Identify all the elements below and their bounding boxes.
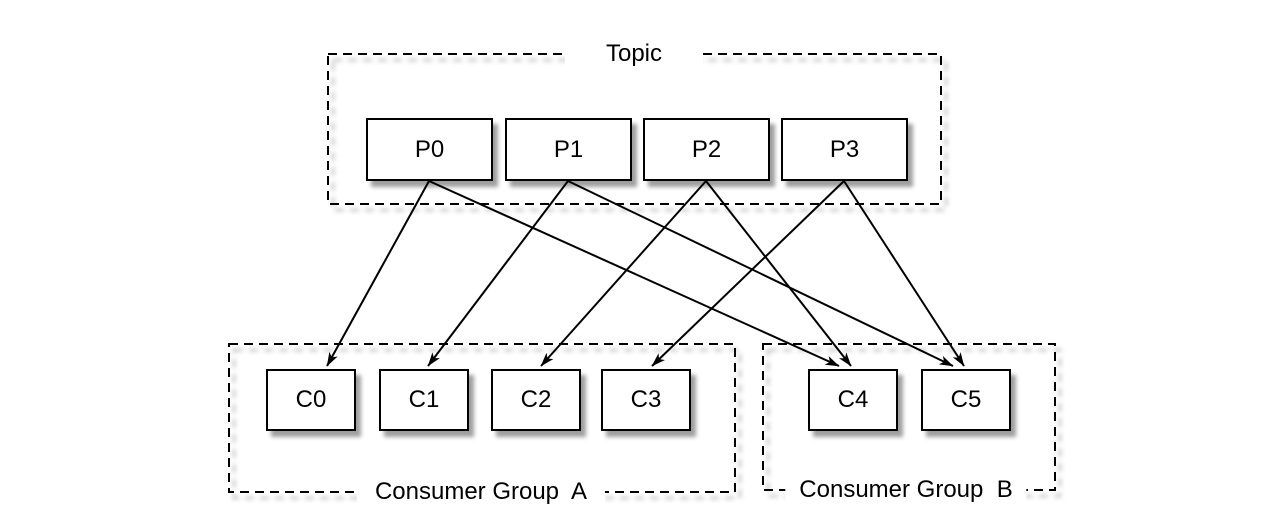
partition-label-p1: P1 <box>553 135 584 163</box>
consumer-group-b-border <box>762 343 1056 491</box>
consumer-label-c0: C0 <box>295 386 327 413</box>
partition-box-p3: P3 <box>781 118 908 181</box>
partition-label-p2: P2 <box>691 135 722 163</box>
arrow-p0-c0 <box>326 180 430 367</box>
partition-box-p1: P1 <box>505 118 632 181</box>
arrow-p3-c3 <box>651 180 845 367</box>
consumer-box-c1: C1 <box>379 369 469 431</box>
consumer-box-c2: C2 <box>491 369 581 431</box>
partition-label-p3: P3 <box>829 135 860 163</box>
consumer-label-c5: C5 <box>950 386 982 413</box>
partition-box-p2: P2 <box>643 118 770 181</box>
consumer-box-c5: C5 <box>921 369 1011 431</box>
partition-box-p0: P0 <box>366 118 493 181</box>
topic-label: Topic <box>564 40 704 68</box>
consumer-label-c3: C3 <box>630 386 662 413</box>
consumer-label-c2: C2 <box>520 386 552 413</box>
consumer-label-c1: C1 <box>408 386 440 413</box>
consumer-box-c3: C3 <box>601 369 691 431</box>
consumer-label-c4: C4 <box>837 386 869 413</box>
arrow-p0-c4 <box>428 180 840 367</box>
arrow-p3-c5 <box>843 180 965 367</box>
consumer-box-c4: C4 <box>808 369 898 431</box>
consumer-group-b-label: Consumer Group B <box>785 476 1027 504</box>
arrow-p1-c5 <box>567 180 954 367</box>
consumer-box-c0: C0 <box>266 369 356 431</box>
arrow-p2-c4 <box>705 180 852 367</box>
arrow-p1-c1 <box>427 180 569 367</box>
consumer-group-a-label: Consumer Group A <box>356 478 606 506</box>
partition-label-p0: P0 <box>414 135 445 163</box>
arrow-p2-c2 <box>540 180 707 367</box>
